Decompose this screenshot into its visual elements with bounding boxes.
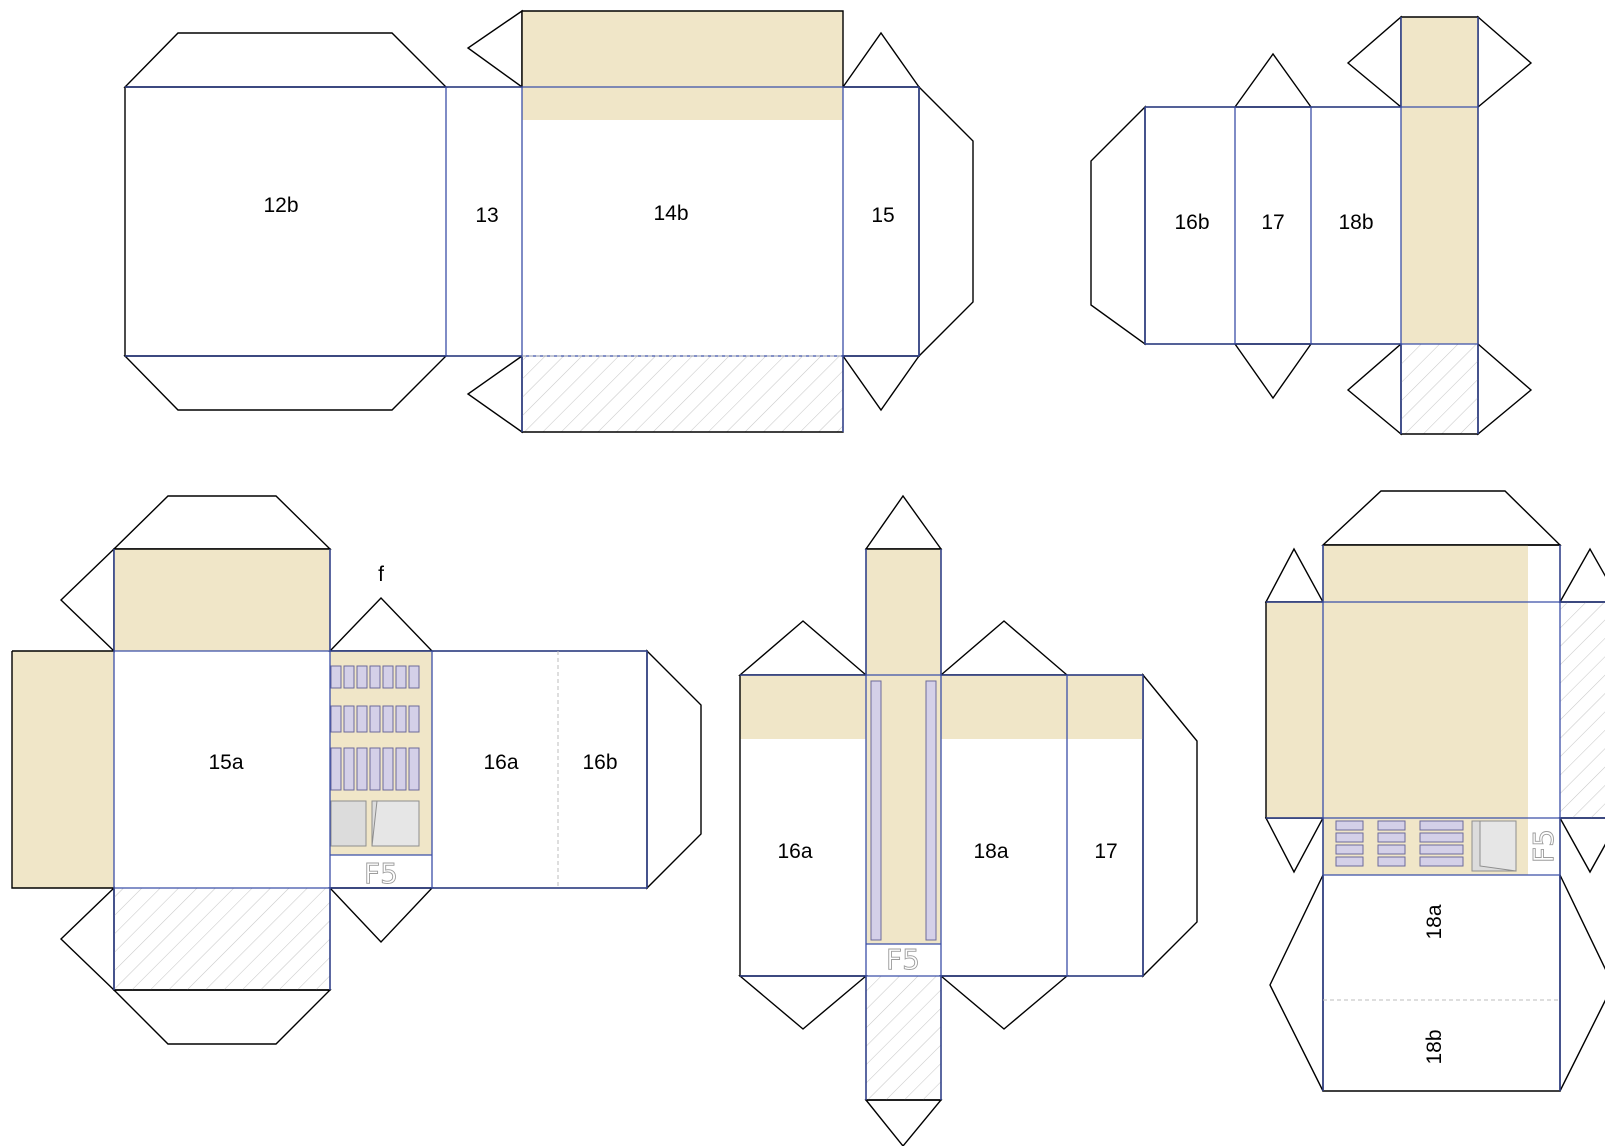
hatched-strip-bm	[866, 976, 941, 1100]
glue-tab-strip-top	[864, 494, 943, 550]
net-top-right: 16b 17 18b	[1090, 15, 1533, 436]
glue-tab-15a-bottom	[112, 989, 332, 1045]
panel-label-18b-br: 18b	[1423, 1029, 1446, 1064]
glue-tab-hatch-left	[59, 886, 115, 992]
window-strip-right	[925, 680, 937, 941]
glue-tab-15-bottom	[841, 355, 921, 412]
hatched-panel-br	[1560, 602, 1605, 818]
panel-label-18a-bm: 18a	[973, 840, 1008, 863]
glue-tab-16a-top	[738, 620, 868, 676]
hatched-panel-18b	[1401, 344, 1478, 434]
glue-tab-15-top	[841, 31, 921, 88]
glue-tab-12b-top	[123, 32, 448, 88]
hatched-panel-14b	[522, 356, 843, 432]
net-bottom-middle: F5 16a 18a 17	[738, 494, 1198, 1146]
glue-tab-16b-left	[1090, 105, 1146, 346]
glue-tab-f-bottom	[328, 887, 434, 944]
glue-tab-16b-right	[646, 649, 702, 890]
glue-tab-left-top	[1264, 547, 1325, 603]
glue-tab-roof-top	[1321, 490, 1562, 546]
glue-tab-roof-right-top	[1477, 15, 1533, 109]
glue-tab-f-top	[328, 596, 434, 652]
panel-label-16b-bl: 16b	[582, 751, 617, 774]
glue-tab-15a-top	[112, 495, 332, 550]
roof-panel-br	[1323, 545, 1528, 818]
facade-sign-f5-right: F5	[1527, 829, 1560, 863]
facade-windows-br	[1335, 820, 1517, 872]
glue-tab-roof-left	[59, 547, 115, 653]
net-bottom-left: F5 15a 16a 16b f	[11, 495, 702, 1045]
net-bottom-right: F5 18a 18b	[1264, 490, 1605, 1092]
net-top-left: 12b 13 14b 15	[123, 9, 974, 434]
glue-tab-12b-bottom	[123, 355, 448, 411]
glue-tab-15-right	[918, 85, 974, 358]
glue-tab-roof-left-bottom	[1346, 342, 1402, 436]
roof-panel-left	[12, 651, 114, 888]
panel-label-12b: 12b	[263, 194, 298, 217]
facade-sign-f5-middle: F5	[886, 943, 920, 976]
panel-label-18b-top: 18b	[1338, 211, 1373, 234]
panel-label-f: f	[378, 563, 384, 586]
glue-tab-17-right	[1142, 673, 1198, 978]
glue-tab-14b-left-top	[466, 9, 523, 89]
glue-tab-right-bottom	[1558, 817, 1605, 874]
facade-windows-f	[330, 665, 420, 847]
glue-tab-16a-bottom	[738, 975, 868, 1030]
facade-sign-f5-left: F5	[364, 857, 398, 890]
glue-tab-strip-bottom	[864, 1099, 943, 1146]
hatched-panel-15a	[114, 888, 330, 990]
panel-label-15: 15	[871, 204, 894, 227]
glue-tab-left-bottom	[1264, 817, 1325, 874]
panel-label-16a-bl: 16a	[483, 751, 518, 774]
panel-label-17-top: 17	[1261, 211, 1284, 234]
panel-label-18a-br: 18a	[1423, 904, 1446, 939]
glue-tab-roof-right-bottom	[1477, 342, 1533, 436]
glue-tab-18a-top	[939, 620, 1069, 676]
window-strip-left	[870, 680, 882, 941]
panel-label-15a: 15a	[208, 751, 243, 774]
glue-tab-14b-left-bottom	[466, 354, 523, 434]
panel-label-17-bm: 17	[1094, 840, 1117, 863]
glue-tab-17-bottom	[1233, 343, 1313, 400]
panel-label-16b-top: 16b	[1174, 211, 1209, 234]
glue-tab-right-top	[1558, 547, 1605, 603]
roof-panel-15a	[114, 549, 330, 651]
glue-tab-18a-bottom	[939, 975, 1069, 1030]
roof-strip-18b	[1401, 17, 1478, 344]
glue-tab-roof-left-top	[1346, 15, 1402, 109]
panel-label-14b: 14b	[653, 202, 688, 225]
roof-panel-14b	[522, 11, 843, 120]
glue-tab-18-right	[1559, 874, 1605, 1092]
panel-label-13: 13	[475, 204, 498, 227]
glue-tab-17-top	[1233, 52, 1313, 108]
panel-label-16a-bm: 16a	[777, 840, 812, 863]
glue-tab-18-left	[1269, 874, 1324, 1092]
roof-panel-br-left	[1266, 602, 1323, 818]
